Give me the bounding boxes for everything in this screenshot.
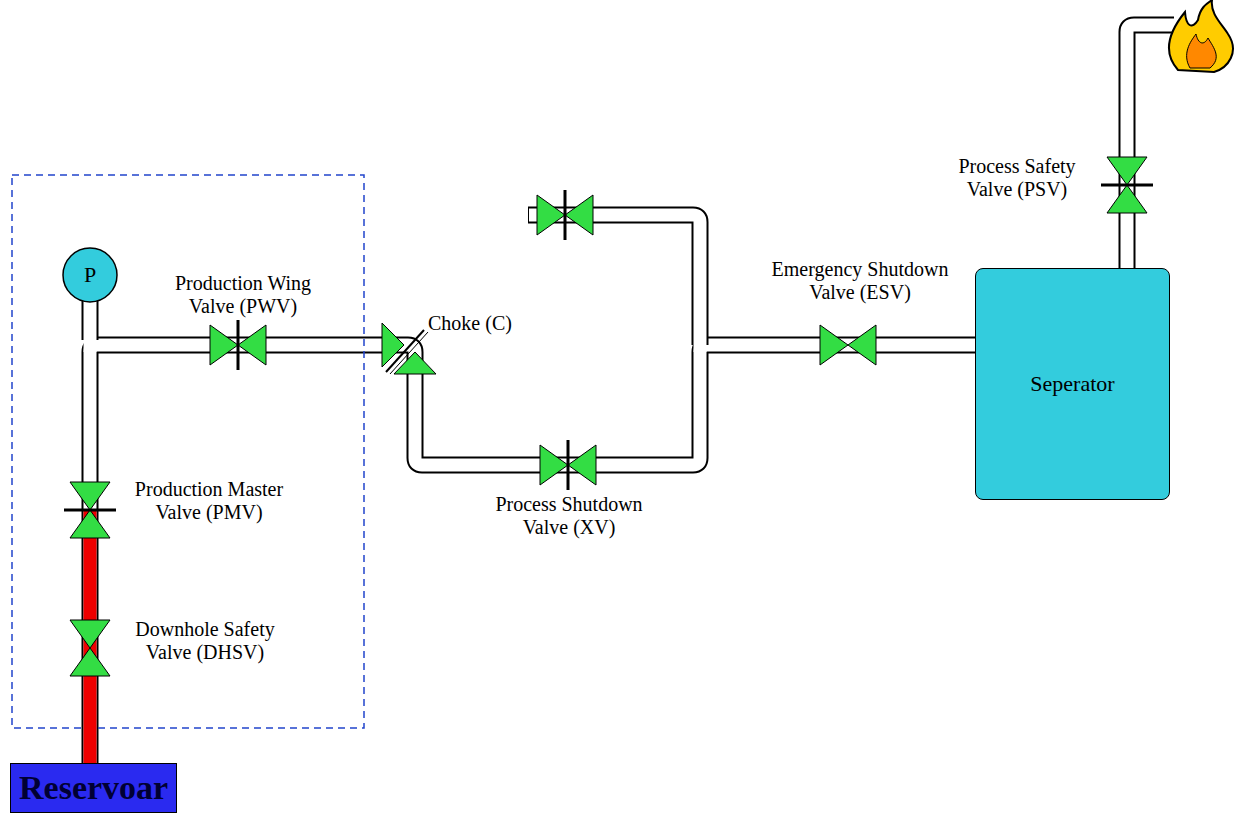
node-text: Reservoar xyxy=(19,769,168,807)
valve-stem xyxy=(64,509,116,512)
valve-symbol xyxy=(238,325,266,365)
valve-label: Process Safety Valve (PSV) xyxy=(946,155,1088,201)
valve-symbol xyxy=(70,620,110,648)
reservoir-box: Reservoar xyxy=(10,763,177,813)
valve-symbol xyxy=(70,510,110,538)
flare-pipe-inner xyxy=(1127,25,1175,270)
choke-adjuster xyxy=(390,332,428,374)
valve-symbol xyxy=(540,445,568,485)
valve-label: Production Master Valve (PMV) xyxy=(120,478,298,524)
valve-symbol xyxy=(1107,185,1147,213)
valve-label: Choke (C) xyxy=(428,312,512,335)
bypass-pipe xyxy=(528,215,700,345)
valve-label: Downhole Safety Valve (DHSV) xyxy=(124,618,286,664)
valve-symbol xyxy=(568,445,596,485)
choke-symbol xyxy=(382,323,404,367)
bypass-pipe-inner xyxy=(529,215,700,352)
valve-symbol xyxy=(565,195,593,235)
valve-symbol xyxy=(820,325,848,365)
valve-stem xyxy=(1101,184,1153,187)
valve-symbol xyxy=(70,482,110,510)
wellhead-boundary xyxy=(12,175,364,728)
flare-pipe xyxy=(1127,25,1174,268)
valve-symbol xyxy=(537,195,565,235)
valve-symbol xyxy=(1107,157,1147,185)
process-pipe xyxy=(90,345,975,763)
valve-stem xyxy=(237,320,240,370)
valve-label: Production Wing Valve (PWV) xyxy=(158,272,328,318)
valve-label: Process Shutdown Valve (XV) xyxy=(483,493,655,539)
valve-symbol xyxy=(210,325,238,365)
node-text: P xyxy=(84,262,96,288)
pressure-gauge: P xyxy=(62,247,118,303)
valve-symbol xyxy=(70,648,110,676)
flare-flame xyxy=(1169,0,1233,72)
node-text: Seperator xyxy=(1030,371,1114,397)
separator-vessel: Seperator xyxy=(975,268,1170,500)
gauge-pipe-inner xyxy=(84,298,97,352)
choke-adjuster xyxy=(386,330,424,372)
valve-label: Emergency Shutdown Valve (ESV) xyxy=(758,258,962,304)
valve-stem xyxy=(564,190,567,240)
flare-flame-core xyxy=(1187,34,1217,68)
valve-symbol xyxy=(848,325,876,365)
valve-stem xyxy=(567,440,570,490)
